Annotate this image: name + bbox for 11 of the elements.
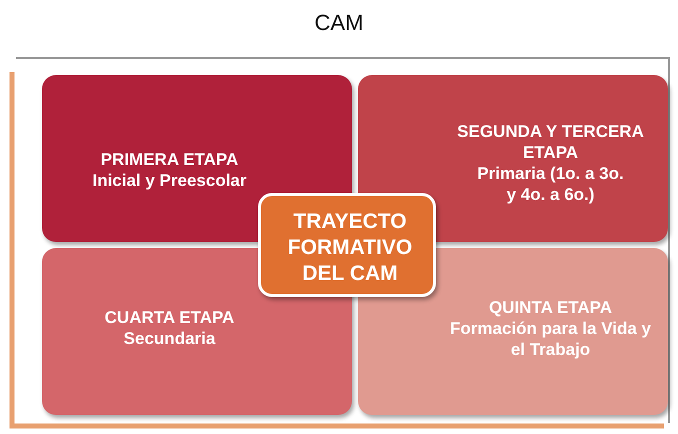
stage-description: Formación para la Vida y el Trabajo — [449, 318, 652, 360]
stage-heading: QUINTA ETAPA — [488, 296, 614, 318]
title: CAM — [314, 10, 364, 36]
stage-heading: TRAYECTO FORMATIVO DEL CAM — [286, 209, 414, 287]
stage-description: Primaria (1o. a 3o. y 4o. a 6o.) — [476, 162, 625, 204]
stage-heading: PRIMERA ETAPA — [100, 149, 240, 170]
center-box — [258, 193, 436, 297]
stage-heading: CUARTA ETAPA — [104, 307, 236, 328]
stage-heading: SEGUNDA Y TERCERA ETAPA — [456, 120, 645, 162]
stage-description: Secundaria — [122, 328, 216, 349]
stage-description: Inicial y Preescolar — [91, 170, 248, 191]
